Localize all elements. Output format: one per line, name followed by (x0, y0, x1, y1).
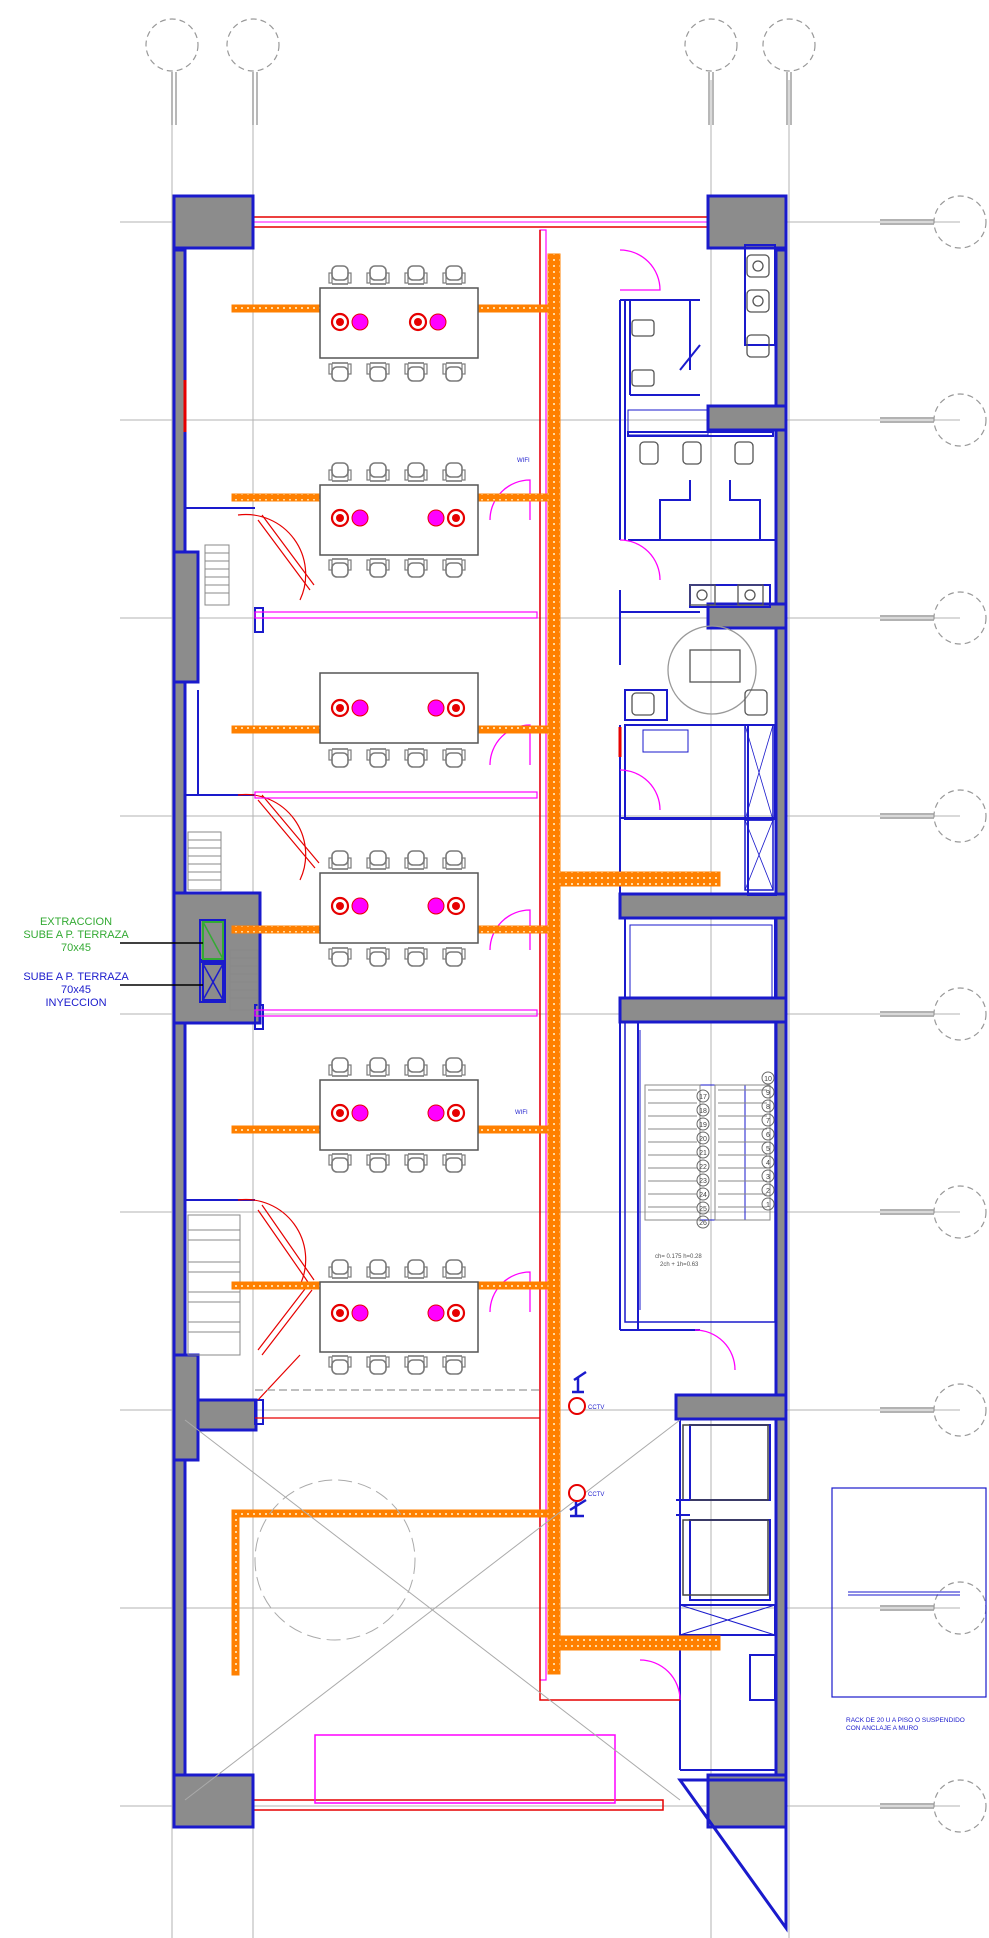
stair-step-2: 2 (766, 1188, 770, 1195)
cctv-icon (568, 1370, 587, 1415)
rack-detail (831, 1487, 987, 1698)
stair-step-4: 4 (766, 1160, 770, 1167)
cable-trays (231, 253, 721, 1676)
injection-label-1: SUBE A P. TERRAZA (23, 971, 129, 983)
stair-step-25: 25 (699, 1206, 707, 1213)
stair-step-23: 23 (699, 1178, 707, 1185)
stair-note-1: ch= 0.175 h=0.28 (655, 1254, 702, 1260)
workstations (319, 265, 479, 1375)
stair-step-8: 8 (766, 1104, 770, 1111)
stair-treads (648, 1089, 767, 1208)
stair-step-21: 21 (699, 1150, 707, 1157)
injection-label-2: 70x45 (61, 984, 91, 996)
main-stair (624, 1021, 776, 1323)
stair-step-10: 10 (764, 1076, 772, 1083)
shafts (744, 724, 774, 891)
rack-note-1: RACK DE 20 U A PISO O SUSPENDIDO (846, 1717, 965, 1724)
cctv-icon (568, 1484, 587, 1518)
rack-note-2: CON ANCLAJE A MURO (846, 1725, 918, 1732)
doors (489, 249, 736, 1701)
columns (172, 194, 788, 1829)
facade-top (252, 216, 709, 228)
desk-cluster-3 (319, 672, 479, 768)
stair-step-24: 24 (699, 1192, 707, 1199)
extraction-label-2: SUBE A P. TERRAZA (23, 929, 129, 941)
stair-step-20: 20 (699, 1136, 707, 1143)
stair-step-9: 9 (766, 1090, 770, 1097)
grid-bubbles-top (145, 18, 816, 125)
stair-step-17: 17 (699, 1094, 707, 1101)
injection-shaft (202, 963, 224, 1001)
restroom-fixtures (631, 254, 770, 716)
facade-bottom (252, 1734, 664, 1811)
cctv-label-2: CCTV (588, 1492, 604, 1498)
cctv-label-1: CCTV (588, 1405, 604, 1411)
wifi-label-2: WIFI (515, 1110, 528, 1116)
stair-step-18: 18 (699, 1108, 707, 1115)
floor-outlets (330, 312, 466, 1323)
stair-step-6: 6 (766, 1132, 770, 1139)
stair-step-7: 7 (766, 1118, 770, 1125)
extraction-label-1: EXTRACCION (40, 916, 112, 928)
fire-doors (183, 380, 622, 1401)
extraction-label-3: 70x45 (61, 942, 91, 954)
lobby-void (184, 1419, 681, 1801)
stair-numbers: 17 18 19 20 21 22 23 24 25 26 10 9 8 7 6… (696, 1071, 775, 1229)
stair-step-3: 3 (766, 1174, 770, 1181)
left-stairs (187, 544, 259, 1356)
stair-step-22: 22 (699, 1164, 707, 1171)
wifi-label-1: WIFI (517, 458, 530, 464)
stair-step-19: 19 (699, 1122, 707, 1129)
elevators (676, 1424, 769, 1596)
red-service-line (539, 230, 680, 1701)
partitions (254, 229, 547, 1681)
cctv-cameras: CCTV CCTV (568, 1370, 604, 1518)
stair-note-2: 2ch + 1h=0.63 (660, 1262, 699, 1268)
injection-label-3: INYECCION (45, 997, 106, 1009)
extraction-shaft (202, 921, 224, 960)
stair-step-1: 1 (766, 1202, 770, 1209)
stair-step-26: 26 (699, 1220, 707, 1227)
grid-bubbles-right (880, 195, 987, 1833)
stair-step-5: 5 (766, 1146, 770, 1153)
